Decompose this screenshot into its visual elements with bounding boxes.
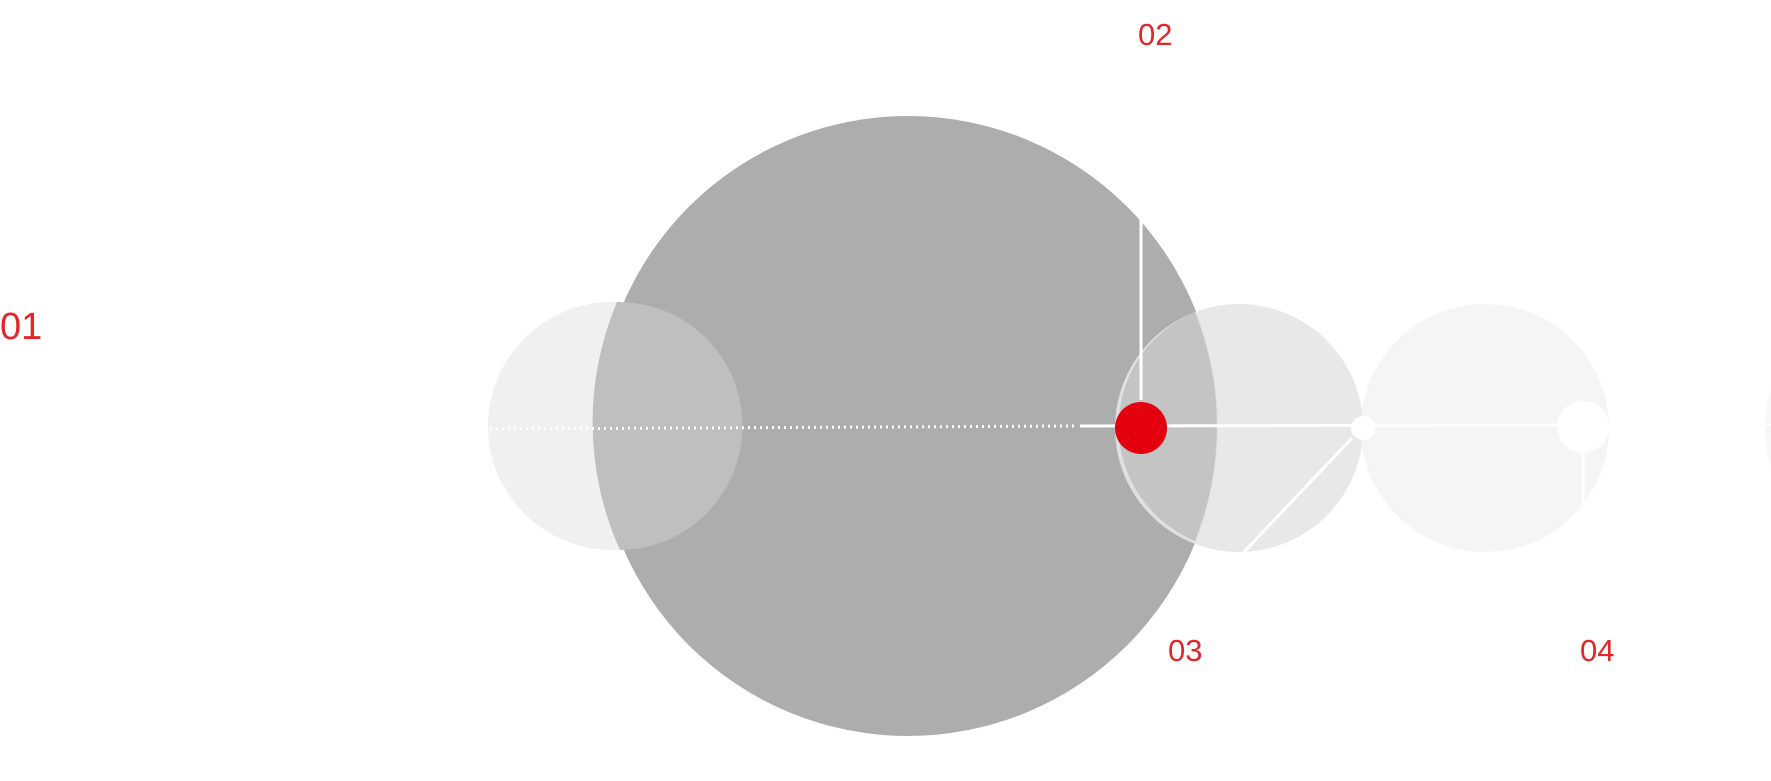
step-label-03: 03 [1168,633,1203,668]
dotted-axis-line [489,424,1079,431]
junction-node [1351,416,1375,440]
diagonal-connector-line [1241,436,1354,555]
left-overlap [592,301,743,550]
right-circle [1361,304,1609,552]
step-label-01: 01 [0,306,43,348]
current-position-marker [1115,402,1167,454]
step-label-04: 04 [1580,633,1615,668]
step-label-02: 02 [1138,17,1173,52]
large-circle [598,116,1218,736]
solid-axis-line [1079,423,1616,428]
right-node [1557,401,1609,453]
far-right-circle [1765,388,1771,468]
